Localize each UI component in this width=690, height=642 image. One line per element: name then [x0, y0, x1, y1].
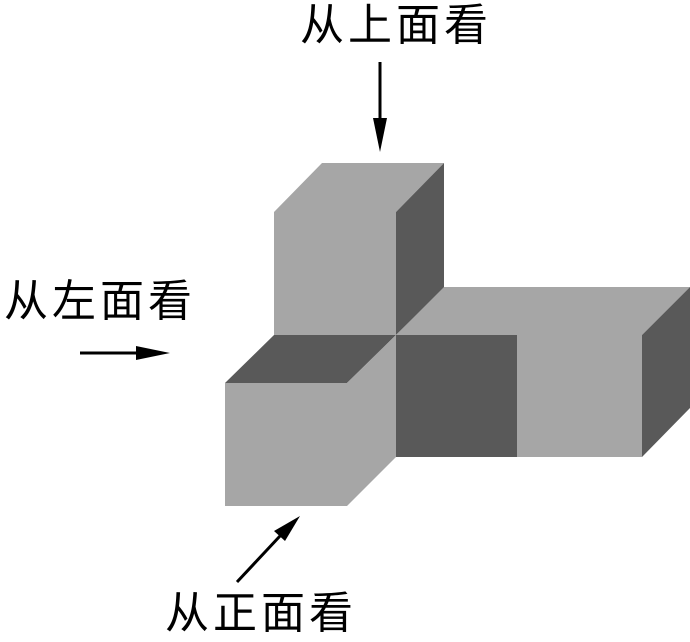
center-cube-front-face [396, 335, 517, 457]
top-view-label: 从上面看 [300, 0, 492, 51]
front-cube-front-face [225, 383, 347, 506]
back-cube-front-face [274, 212, 396, 335]
back-cube-top-face [274, 163, 444, 212]
back-cube-side-face [396, 163, 444, 335]
right-cube-side-face [642, 287, 690, 457]
right-cube-front-face [517, 335, 642, 457]
center-cube-top-face [225, 335, 396, 383]
right-cube-top-face [396, 287, 690, 335]
front-cube-side-face [347, 335, 396, 506]
left-view-arrow [80, 346, 170, 360]
left-view-label: 从左面看 [4, 276, 196, 327]
front-view-arrow [235, 516, 300, 584]
top-view-arrow [373, 62, 387, 152]
front-view-label: 从正面看 [165, 588, 357, 639]
